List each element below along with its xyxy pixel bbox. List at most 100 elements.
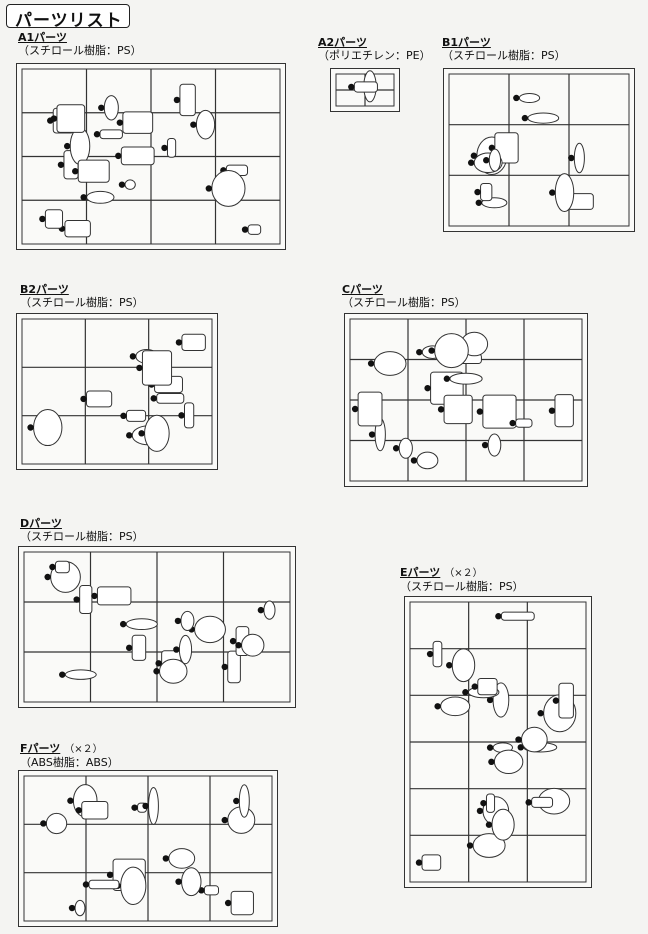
part-number-marker xyxy=(40,820,47,827)
part-number-marker xyxy=(424,384,431,392)
part-number-marker xyxy=(470,152,478,159)
part-shape xyxy=(166,137,177,158)
part-shape xyxy=(81,801,109,820)
part-number-marker xyxy=(155,660,162,667)
part-number-marker xyxy=(485,821,493,828)
sprue-drawing xyxy=(335,70,395,107)
section-quantity: （×２） xyxy=(64,744,103,755)
part-number-marker xyxy=(229,637,237,645)
part-shape xyxy=(86,190,115,204)
section-label-a2: A2パーツ （ポリエチレン：PE） xyxy=(318,36,431,62)
part-number-marker xyxy=(443,375,451,382)
section-name: B2パーツ xyxy=(20,283,69,296)
part-shape xyxy=(131,634,147,661)
part-shape xyxy=(421,854,442,871)
part-number-marker xyxy=(44,573,51,581)
part-number-marker xyxy=(50,115,58,122)
part-shape xyxy=(56,104,86,133)
part-number-marker xyxy=(72,168,79,175)
part-number-marker xyxy=(462,689,469,696)
part-shape xyxy=(141,350,173,386)
section-material: （スチロール樹脂：PS） xyxy=(442,49,566,62)
section-name: A2パーツ xyxy=(318,36,367,49)
part-shape xyxy=(195,109,216,140)
part-number-marker xyxy=(27,424,34,431)
part-number-marker xyxy=(115,152,122,160)
part-number-marker xyxy=(120,412,127,420)
part-shape xyxy=(144,414,170,452)
part-number-marker xyxy=(241,226,249,233)
part-shape xyxy=(432,640,443,668)
part-number-marker xyxy=(515,736,522,743)
section-material: （スチロール樹脂：PS） xyxy=(20,530,144,543)
part-number-marker xyxy=(481,441,489,449)
part-number-marker xyxy=(474,188,481,196)
part-shape xyxy=(156,392,185,404)
part-shape xyxy=(124,179,136,190)
runner-d xyxy=(18,546,296,708)
part-number-marker xyxy=(161,144,168,152)
part-shape xyxy=(440,696,471,717)
part-shape xyxy=(485,793,496,813)
part-number-marker xyxy=(426,650,434,658)
part-number-marker xyxy=(178,412,185,419)
part-shape xyxy=(74,899,86,917)
sprue-drawing xyxy=(21,68,281,245)
part-number-marker xyxy=(57,161,65,168)
section-name: Cパーツ xyxy=(342,283,383,296)
part-number-marker xyxy=(80,395,87,403)
part-number-marker xyxy=(174,617,182,625)
part-number-marker xyxy=(466,842,474,849)
part-number-marker xyxy=(75,807,82,814)
part-shape xyxy=(103,95,119,121)
section-name: Fパーツ xyxy=(20,742,61,755)
section-quantity: （×２） xyxy=(444,568,483,579)
part-number-marker xyxy=(98,104,105,111)
part-number-marker xyxy=(486,696,494,704)
part-shape xyxy=(54,560,70,574)
part-shape xyxy=(33,408,63,447)
part-number-marker xyxy=(91,592,98,600)
part-number-marker xyxy=(125,644,133,652)
runner-e xyxy=(404,596,592,888)
part-number-marker xyxy=(126,432,133,439)
part-number-marker xyxy=(136,364,143,372)
part-shape xyxy=(554,173,575,213)
sprue-drawing xyxy=(448,73,630,227)
runner-frame xyxy=(21,318,213,465)
part-number-marker xyxy=(162,855,170,862)
part-number-marker xyxy=(521,114,529,122)
section-name: Eパーツ xyxy=(400,566,441,579)
part-number-marker xyxy=(190,121,197,128)
section-material: （スチロール樹脂：PS） xyxy=(342,296,466,309)
runner-a2 xyxy=(330,68,400,112)
runner-frame xyxy=(448,73,630,227)
part-shape xyxy=(183,402,195,429)
part-shape xyxy=(64,669,97,680)
part-shape xyxy=(241,633,265,657)
part-shape xyxy=(194,615,226,644)
part-number-marker xyxy=(351,405,359,413)
part-shape xyxy=(45,812,68,835)
sprue-drawing xyxy=(21,318,213,465)
part-number-marker xyxy=(348,83,355,91)
part-shape xyxy=(125,618,158,631)
part-shape xyxy=(86,390,113,408)
part-shape xyxy=(247,224,262,235)
part-shape xyxy=(203,885,220,896)
section-name: A1パーツ xyxy=(18,31,67,44)
part-shape xyxy=(558,682,574,719)
part-number-marker xyxy=(116,119,124,126)
part-shape xyxy=(554,394,574,428)
part-number-marker xyxy=(153,668,160,675)
part-number-marker xyxy=(549,189,556,196)
part-number-marker xyxy=(509,419,516,427)
part-shape xyxy=(96,586,132,606)
part-number-marker xyxy=(93,131,101,138)
runner-f xyxy=(18,770,278,927)
part-number-marker xyxy=(513,94,520,102)
part-shape xyxy=(531,796,554,808)
part-number-marker xyxy=(367,360,375,367)
section-label-b2: B2パーツ （スチロール樹脂：PS） xyxy=(20,283,144,309)
part-number-marker xyxy=(257,606,265,614)
